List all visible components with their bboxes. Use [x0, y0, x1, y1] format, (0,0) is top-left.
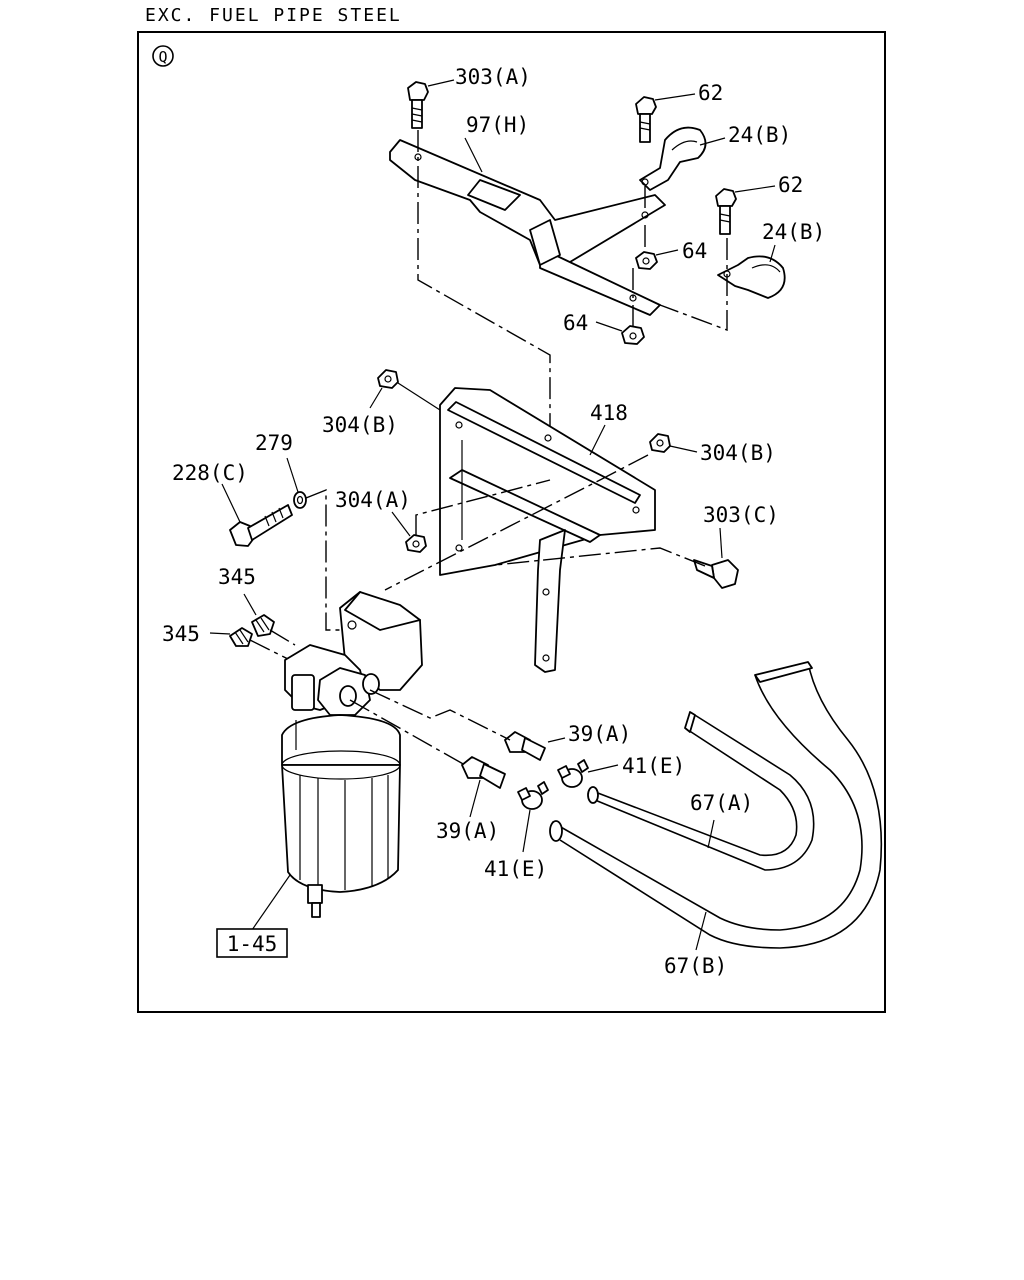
bolt-62b: [715, 188, 737, 235]
label-41e-lower: 41(E): [484, 857, 547, 881]
reference-box-label: 1-45: [227, 932, 278, 956]
label-24b-b: 24(B): [762, 220, 825, 244]
diagram-title: EXC. FUEL PIPE STEEL: [145, 5, 402, 26]
clip-41e-upper: [557, 759, 589, 788]
label-62a: 62: [698, 81, 723, 105]
clip-41e-lower: [517, 781, 549, 810]
fuel-filter-assembly: [281, 591, 423, 918]
nut-64a: [635, 251, 658, 270]
nut-64b: [621, 325, 645, 345]
bolt-303a: [407, 81, 429, 129]
leader-lines: [209, 79, 776, 951]
label-24b-a: 24(B): [728, 123, 791, 147]
fitting-39a-upper: [504, 731, 546, 761]
nut-304b-a: [377, 369, 399, 389]
label-67b: 67(B): [664, 954, 727, 978]
label-345a: 345: [218, 565, 256, 589]
view-marker-letter: Q: [158, 48, 167, 66]
hose-67b: [549, 661, 883, 949]
view-marker: Q: [152, 45, 174, 67]
clamp-24b-b: [717, 255, 786, 299]
label-62b: 62: [778, 173, 803, 197]
label-97h: 97(H): [466, 113, 529, 137]
bracket-97h: [389, 139, 666, 316]
bolt-62a: [635, 96, 657, 143]
label-39a-lower: 39(A): [436, 819, 499, 843]
bracket-418: [439, 387, 656, 673]
label-304b-a: 304(B): [322, 413, 398, 437]
bolt-303c: [693, 559, 739, 589]
bolt-228c: [229, 504, 293, 547]
plug-345b: [229, 627, 253, 647]
washer-279: [293, 491, 307, 509]
plug-345a: [251, 614, 275, 637]
label-345b: 345: [162, 622, 200, 646]
label-64a: 64: [682, 239, 707, 263]
label-418: 418: [590, 401, 628, 425]
label-41e-upper: 41(E): [622, 754, 685, 778]
label-279: 279: [255, 431, 293, 455]
hose-67a: [587, 711, 815, 871]
label-304a: 304(A): [335, 488, 411, 512]
label-304b-b: 304(B): [700, 441, 776, 465]
clamp-24b-a: [639, 126, 707, 191]
nut-304a: [405, 534, 427, 553]
label-303c: 303(C): [703, 503, 779, 527]
label-39a-upper: 39(A): [568, 722, 631, 746]
nut-304b-b: [649, 433, 671, 453]
reference-box: 1-45: [216, 928, 288, 958]
fitting-39a-lower: [461, 756, 506, 789]
label-228c: 228(C): [172, 461, 248, 485]
label-67a: 67(A): [690, 791, 753, 815]
label-64b: 64: [563, 311, 588, 335]
part-labels: 303(A) 97(H) 62 24(B) 62 24(B) 64 64 304…: [162, 65, 825, 978]
diagram-frame: [137, 31, 886, 1013]
label-303a: 303(A): [455, 65, 531, 89]
